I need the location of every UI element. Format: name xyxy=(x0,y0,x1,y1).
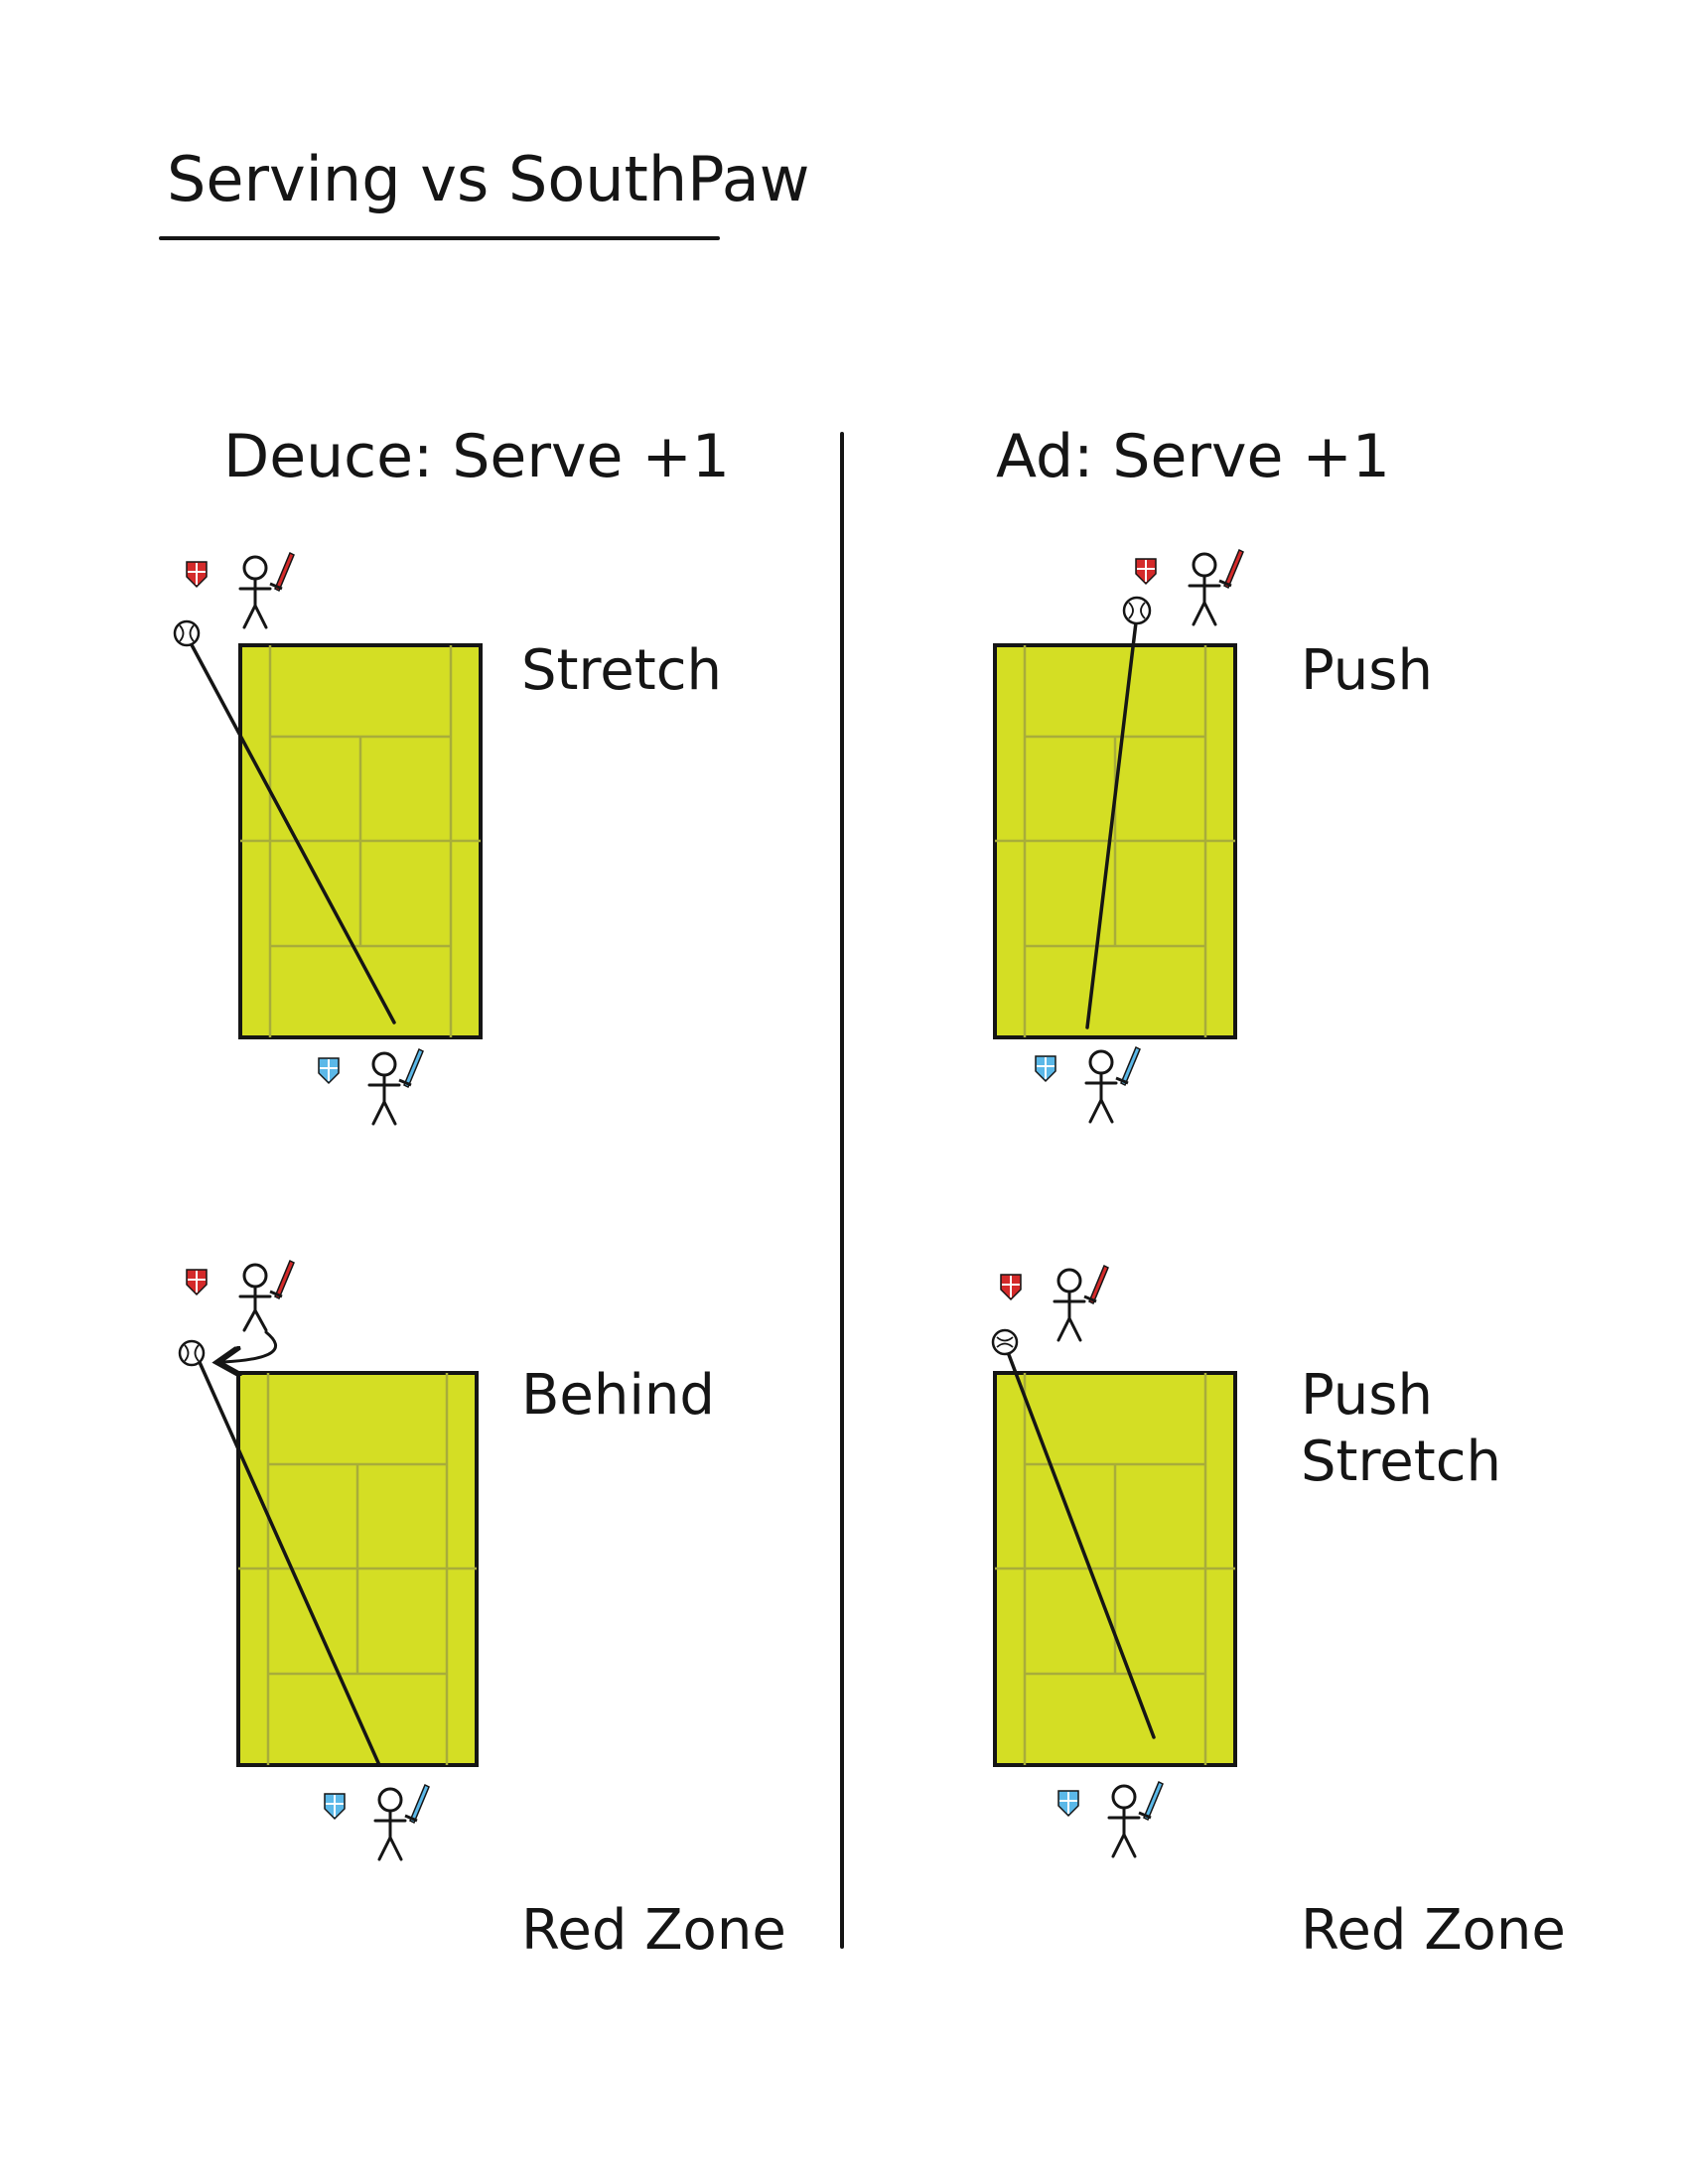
deuce-bottom-shot-line xyxy=(197,1358,381,1767)
deuce-top-court xyxy=(238,643,483,1039)
tennis-ball-icon xyxy=(178,1339,206,1367)
blue-player-icon xyxy=(324,1783,430,1861)
ad-bottom-court xyxy=(993,1371,1237,1767)
deuce-bottom-label: Behind xyxy=(521,1363,715,1428)
red-player-icon xyxy=(1135,548,1244,626)
ad-top-label: Push xyxy=(1301,638,1433,703)
ad-footer-label: Red Zone xyxy=(1301,1898,1566,1963)
ad-top-court xyxy=(993,643,1237,1039)
blue-player-icon xyxy=(1035,1045,1141,1124)
blue-player-icon xyxy=(1057,1780,1164,1858)
blue-player-icon xyxy=(318,1047,424,1126)
column-divider xyxy=(840,432,844,1949)
ad-heading: Ad: Serve +1 xyxy=(996,422,1390,491)
deuce-bottom-court xyxy=(236,1371,479,1767)
movement-arrow-icon xyxy=(223,1330,278,1362)
deuce-footer-label: Red Zone xyxy=(521,1898,786,1963)
tennis-ball-icon xyxy=(991,1328,1019,1356)
red-player-icon xyxy=(186,551,295,629)
ad-bottom-label-line2: Stretch xyxy=(1301,1430,1501,1494)
ad-bottom-shot-line xyxy=(1006,1350,1156,1739)
red-player-icon xyxy=(186,1259,295,1332)
ad-bottom-label-line1: Push xyxy=(1301,1363,1433,1428)
deuce-heading: Deuce: Serve +1 xyxy=(223,422,730,491)
tennis-ball-icon xyxy=(173,619,201,647)
red-player-icon xyxy=(1000,1264,1109,1342)
deuce-top-shot-line xyxy=(187,637,396,1024)
title-underline xyxy=(159,236,720,240)
page-title: Serving vs SouthPaw xyxy=(167,143,810,215)
tennis-ball-icon xyxy=(1122,596,1152,625)
ad-top-shot-line xyxy=(1085,620,1138,1029)
deuce-top-label: Stretch xyxy=(521,638,722,703)
